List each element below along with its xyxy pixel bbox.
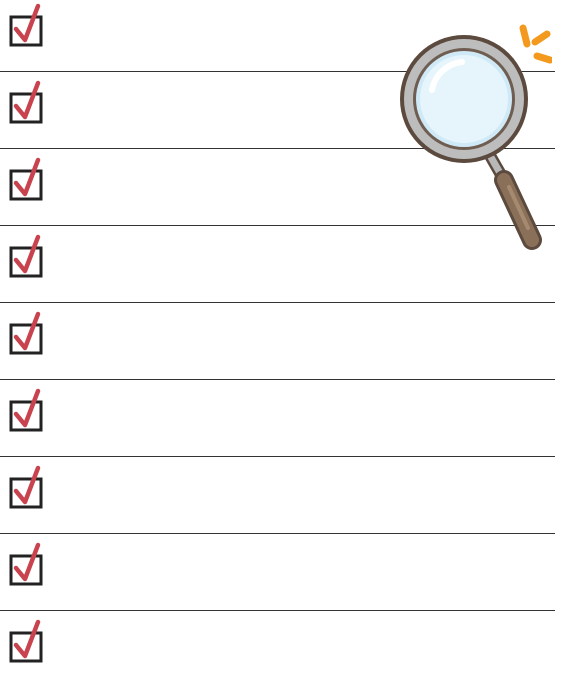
checklist-row (0, 380, 555, 457)
row-divider (0, 225, 555, 226)
check-mark-icon (13, 234, 41, 274)
row-divider (0, 71, 555, 72)
checklist-row (0, 457, 555, 534)
row-divider (0, 533, 555, 534)
check-mark-icon (13, 157, 41, 197)
checkbox[interactable] (8, 234, 48, 278)
checklist-row (0, 0, 555, 72)
check-mark-icon (13, 465, 41, 505)
check-mark-icon (13, 3, 41, 43)
check-mark-icon (13, 542, 41, 582)
checkbox[interactable] (8, 3, 48, 47)
checkbox[interactable] (8, 311, 48, 355)
check-mark-icon (13, 311, 41, 351)
checklist-row (0, 72, 555, 149)
checkbox[interactable] (8, 542, 48, 586)
checkbox[interactable] (8, 80, 48, 124)
checklist-row (0, 226, 555, 303)
check-mark-icon (13, 619, 41, 659)
row-divider (0, 302, 555, 303)
checklist (0, 0, 555, 663)
magnifying-glass-icon (400, 24, 552, 250)
checklist-row (0, 149, 555, 226)
sparkle-icon (519, 24, 552, 64)
checkbox[interactable] (8, 465, 48, 509)
check-mark-icon (13, 80, 41, 120)
checklist-row (0, 303, 555, 380)
row-divider (0, 148, 555, 149)
checklist-row (0, 611, 555, 688)
check-mark-icon (13, 388, 41, 428)
row-divider (0, 610, 555, 611)
checkbox[interactable] (8, 619, 48, 663)
checkbox[interactable] (8, 388, 48, 432)
checkbox[interactable] (8, 157, 48, 201)
checklist-row (0, 534, 555, 611)
row-divider (0, 379, 555, 380)
row-divider (0, 456, 555, 457)
